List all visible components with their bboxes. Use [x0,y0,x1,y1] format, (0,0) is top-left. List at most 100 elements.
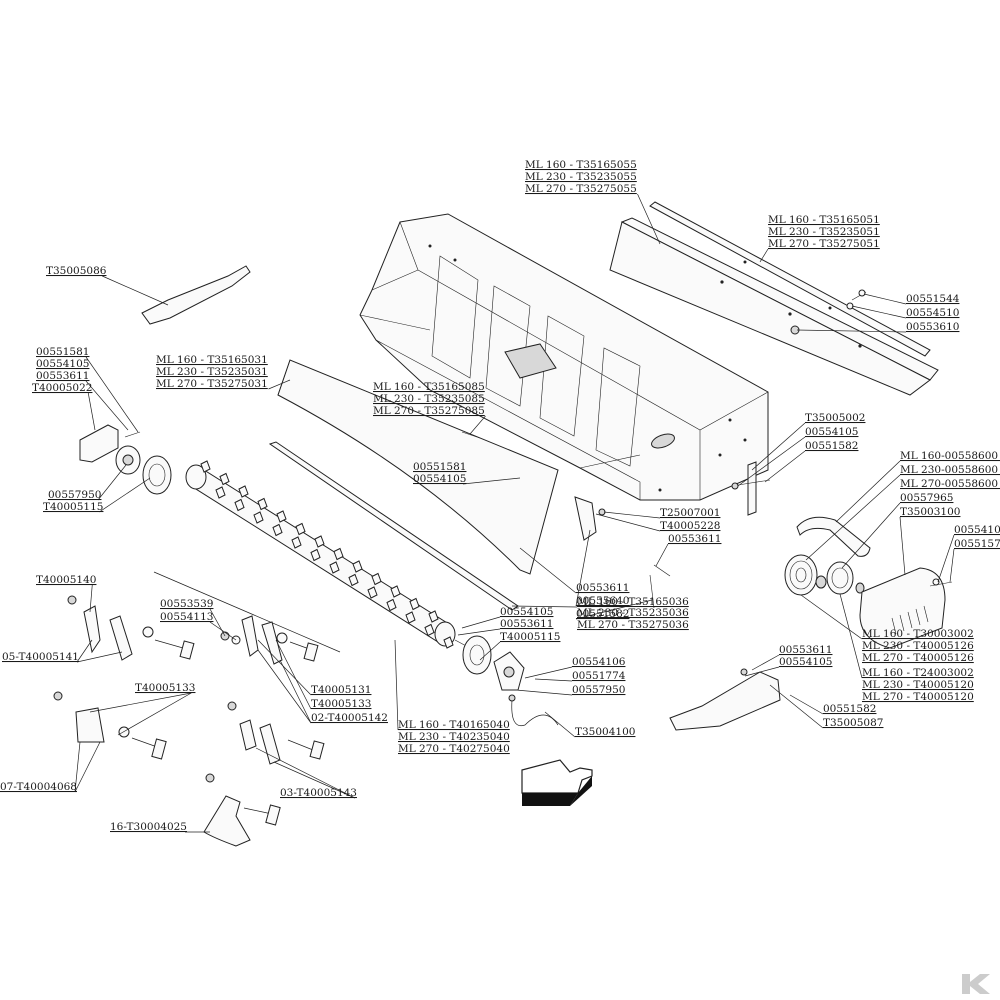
k-logo-icon [962,974,990,994]
rotor-lug [200,460,211,473]
flail-group-5 [203,773,281,847]
label-washer-d: 00554105 [805,426,858,438]
label-washer-b: 00554105 [36,358,89,370]
label-flail-set-5: 16-T30004025 [110,821,187,833]
leader-skid-r [769,684,824,729]
skid-plate [574,496,597,541]
rotor-lug [409,597,420,611]
rotor-lug [443,636,454,649]
label-bolt-k: 00551582 [823,703,876,715]
leader-lines [74,193,955,833]
leader-bracket-left [102,275,169,306]
leader-washer-i [524,666,573,679]
rotor-lug [234,498,245,512]
flail-group-2 [220,615,319,665]
label-rod-1: ML 160 - T35165085 [373,381,485,393]
label-rotor-1: ML 160 - T40165040 [398,719,510,731]
label-bearing-l: 00557950 [48,489,101,501]
flail-group-1 [67,595,195,661]
rotor-lug [333,547,344,561]
rotor-lug [352,560,363,573]
label-hose: T35004100 [575,726,635,738]
label-flail-c: T40005131 [311,684,371,696]
label-pulley-6: ML 270 - T40005120 [862,691,974,703]
leader-flail-set-1 [76,639,93,663]
leader-bearing-l [97,464,127,501]
label-flail-set-4: 03-T40005143 [280,787,357,799]
leader-nut-skid [655,543,669,567]
label-pulley-2: ML 230 - T40005126 [862,640,974,652]
leader-rear-bar-3 [759,248,769,263]
rotor [153,464,471,653]
label-bracket-right: T35005002 [805,412,865,424]
label-spring-f: 00555640 [576,595,629,607]
leader-washer-j [744,666,780,677]
leader-flail-a [89,584,93,613]
flail-group-4 [227,701,325,765]
leader-nut-b [85,380,129,431]
right-skid [669,671,781,731]
leader-flail-b [117,692,192,736]
leader-cover-3 [268,379,291,390]
label-rod-3: ML 270 - T35275085 [373,405,485,417]
label-pin-skid: T40005228 [660,520,720,532]
label-bearing-r: 00557965 [900,492,953,504]
label-washer-e: 00554105 [954,524,1000,536]
label-belt-cover: T35003100 [900,506,960,518]
label-washer-h: 00554105 [500,606,553,618]
leader-washer-a [851,305,907,319]
rotor-lug [386,598,397,612]
label-pulley-5: ML 230 - T40005120 [862,679,974,691]
rotor-lug [367,586,378,599]
rotor-lug [291,536,302,549]
leader-bolt-d [764,450,806,483]
rotor-lug [276,510,287,523]
rotor-lug [238,485,249,498]
leader-rotor-1 [394,639,399,731]
leader-bolt-b [85,356,139,433]
label-cover-3: ML 270 - T35275031 [156,378,268,390]
label-top-shield-1: ML 160 - T35165055 [525,159,637,171]
label-flail-set-2: 02-T40005142 [311,712,388,724]
rotor-lug [219,472,230,486]
label-flail-set-3: 07-T40004068 [0,781,77,793]
label-belt-1: ML 160-00558600 x4 [900,450,1000,462]
label-bar-1: ML 160 - T35165036 [577,596,689,608]
leader-bearing-i [515,689,573,696]
label-rear-bar-2: ML 230 - T35235051 [768,226,880,238]
leader-flail-d [275,639,312,710]
bolt-group-top-right [790,289,867,335]
leader-washer-e [937,534,955,583]
label-nut-h: 00553611 [500,618,553,630]
leader-belt-1 [835,460,901,523]
label-cover-2: ML 230 - T35235031 [156,366,268,378]
leader-nut-h [457,628,501,636]
label-flail-set-1: 05-T40005141 [2,651,79,663]
leader-bolt-a [863,293,907,305]
leader-washer-h [461,616,501,629]
label-washer-a: 00554510 [906,307,959,319]
leader-pulley-1 [800,594,863,640]
label-bolt-a: 00551544 [906,293,960,305]
leader-bolt-e [949,548,955,583]
leader-ring-h [479,641,501,661]
label-skid: T25007001 [660,507,720,519]
leader-nut-j [751,654,780,671]
leader-rod-3 [469,415,486,435]
label-pulley-1: ML 160 - T30003002 [862,628,974,640]
label-ring-l: T40005115 [43,501,103,513]
label-washer-j: 00554105 [779,656,832,668]
leader-bolt-f [575,599,653,620]
label-washer-c: 00554105 [413,473,466,485]
leader-nut-f [519,547,577,594]
label-nut-g: 00553539 [160,598,213,610]
leader-bracket-right [751,422,806,471]
rear-cover [277,359,559,575]
right-bracket [747,461,757,516]
label-bearing-i: 00557950 [572,684,625,696]
label-bolt-d: 00551582 [805,440,858,452]
leader-skid [603,511,661,519]
label-ring-h: T40005115 [500,631,560,643]
